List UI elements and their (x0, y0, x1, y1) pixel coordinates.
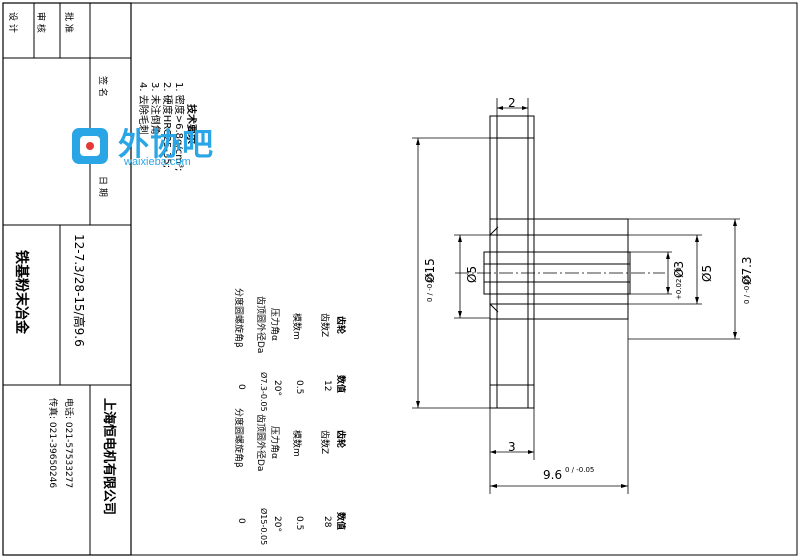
gear2-row-label: 模数m (291, 430, 301, 457)
dim-length-tol: 0 / -0.05 (565, 466, 595, 474)
gear1-row-value: 0 (236, 384, 246, 390)
gear2-row-value: Ø15-0.05 (259, 508, 268, 546)
dim-width-bottom: 3 (508, 440, 516, 454)
gear1-row-label: 分度圆螺旋角β (233, 288, 243, 348)
gear1-row-value: Ø7.3-0.05 (259, 372, 268, 412)
sign-label: 签 名 (97, 76, 107, 97)
gear2-row-label: 压力角α (269, 426, 279, 459)
gear1-row-label: 模数m (291, 313, 301, 340)
check-label: 审 核 (35, 12, 45, 33)
gear2-header-value: 数值 (335, 512, 345, 531)
dimension-lines (412, 98, 740, 494)
title-block (2, 2, 132, 556)
dim-dia-big-tol: 0 / -0.05 (426, 272, 434, 302)
gear2-row-value: 0.5 (294, 516, 304, 531)
gear1-row-label: 齿数Z (319, 313, 329, 338)
company-fax: 传真: 021-39650246 (47, 398, 57, 489)
gear1-row-value: 20° (272, 380, 282, 396)
gear1-row-label: 齿顶圆外径Da (255, 296, 265, 354)
gear1-row-value: 0.5 (294, 380, 304, 395)
gear1-row-value: 12 (322, 380, 332, 392)
gear2-row-value: 0 (236, 518, 246, 524)
company-tel: 电话: 021-57533277 (63, 398, 73, 489)
material-label: 铁基粉末冶金 (13, 250, 29, 334)
gear1-header-param: 齿轮 (335, 316, 345, 335)
watermark-text: 外协吧 (118, 127, 214, 162)
dim-dia-right: Ø5 (700, 264, 714, 282)
dimension-arrows (416, 106, 737, 488)
design-label: 设 计 (7, 12, 17, 33)
drawing-number: 12-7.3/28-15/高9.6 (72, 234, 86, 347)
approve-label: 批 准 (63, 12, 73, 33)
dim-length: 9.6 (543, 468, 563, 482)
gear2-row-value: 20° (272, 516, 282, 532)
gear2-row-label: 分度圆螺旋角β (233, 408, 243, 468)
gear2-row-label: 齿顶圆外径Da (255, 414, 265, 472)
dim-width-top: 2 (508, 96, 516, 110)
gear-section-view (455, 115, 665, 409)
watermark-subtext: waixieba.com (124, 156, 191, 168)
gear2-header-param: 齿轮 (335, 430, 345, 449)
gear1-row-label: 压力角α (269, 308, 279, 341)
gear1-header-value: 数值 (335, 375, 345, 394)
watermark-logo-icon (72, 128, 108, 164)
company-name: 上海恒电机有限公司 (101, 398, 116, 516)
gear2-row-value: 28 (322, 516, 332, 528)
date-label: 日 期 (97, 176, 107, 197)
gear2-row-label: 齿数Z (319, 430, 329, 455)
dim-dia-bore-tol: +0.02 / 0 (675, 267, 683, 300)
dim-dia-hub: Ø5 (465, 265, 479, 283)
dim-dia-small-tol: 0 / -0.05 (743, 274, 751, 304)
